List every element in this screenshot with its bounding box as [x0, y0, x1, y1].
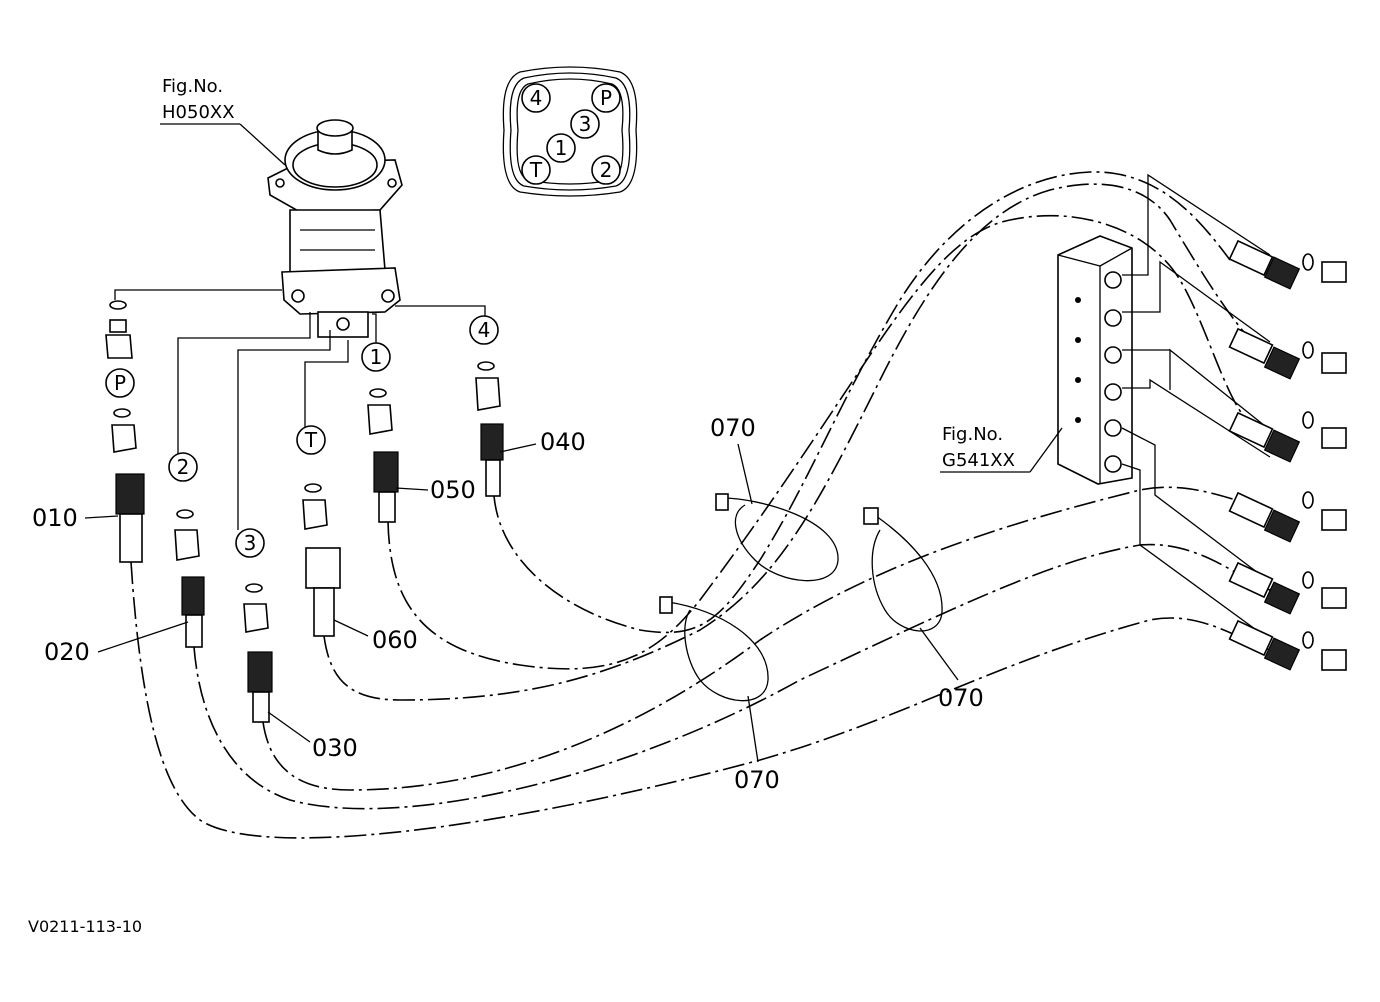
drawing-id: V0211-113-10: [28, 917, 142, 936]
svg-text:P: P: [114, 371, 126, 395]
pilot-valve-assembly: [267, 119, 403, 338]
svg-text:1: 1: [370, 345, 383, 369]
svg-text:P: P: [600, 86, 612, 110]
callout-050: 050: [395, 476, 476, 504]
hose-end-5: [1228, 561, 1347, 615]
figure-ref-number: H050XX: [162, 102, 235, 123]
svg-text:070: 070: [710, 414, 756, 442]
fitting-column-p: P: [105, 300, 145, 563]
svg-text:3: 3: [244, 531, 257, 555]
port-marker-4: 4: [469, 315, 499, 345]
port-t: T: [521, 155, 551, 185]
svg-text:050: 050: [430, 476, 476, 504]
fitting-column-2: 2: [168, 452, 205, 648]
svg-text:4: 4: [478, 318, 491, 342]
callout-020: 020: [44, 621, 189, 666]
svg-text:1: 1: [555, 136, 568, 160]
callout-070-bottom: 070: [734, 695, 780, 794]
svg-text:2: 2: [177, 455, 190, 479]
manifold-leader-lines: [1121, 173, 1271, 641]
callout-040: 040: [499, 428, 586, 456]
cable-ties: [659, 493, 943, 702]
svg-text:030: 030: [312, 734, 358, 762]
figure-ref-number: G541XX: [942, 450, 1015, 471]
svg-text:4: 4: [530, 86, 543, 110]
port-1: 1: [546, 133, 576, 163]
hoses: [130, 171, 1271, 839]
svg-text:070: 070: [938, 684, 984, 712]
callout-070-right: 070: [919, 627, 984, 712]
svg-text:010: 010: [32, 504, 78, 532]
fitting-leader-lines: [114, 289, 486, 530]
port-marker-p: P: [105, 368, 135, 398]
fitting-column-4: 4: [469, 315, 504, 497]
svg-text:3: 3: [579, 112, 592, 136]
port-p: P: [591, 83, 621, 113]
figure-ref-h050xx: Fig.No. H050XX: [160, 76, 286, 166]
callout-030: 030: [267, 711, 358, 762]
port-4: 4: [521, 83, 551, 113]
svg-text:070: 070: [734, 766, 780, 794]
port-layout-diagram: 4 P 3 1 T 2: [502, 66, 638, 197]
figure-ref-label: Fig.No.: [162, 76, 223, 97]
port-marker-2: 2: [168, 452, 198, 482]
fitting-column-3: 3: [235, 528, 273, 723]
hose-end-1: [1228, 239, 1347, 290]
fitting-column-t: T: [296, 425, 341, 637]
hose-end-6: [1228, 619, 1347, 671]
svg-text:T: T: [304, 428, 318, 452]
port-3: 3: [570, 109, 600, 139]
callout-070-top: 070: [710, 414, 756, 505]
callout-060: 060: [333, 619, 418, 654]
port-marker-t: T: [296, 425, 326, 455]
hose-end-fittings: [1228, 239, 1347, 671]
fitting-column-1: 1: [361, 342, 399, 523]
part-callouts: 010 020 030 060 050 040 070 070: [32, 414, 984, 794]
svg-text:020: 020: [44, 638, 90, 666]
hose-end-2: [1228, 327, 1347, 380]
figure-ref-g541xx: Fig.No. G541XX: [940, 424, 1063, 473]
hose-end-3: [1228, 411, 1347, 463]
port-2: 2: [591, 155, 621, 185]
svg-text:2: 2: [600, 158, 613, 182]
manifold-block: [1057, 235, 1133, 485]
hose-end-4: [1228, 491, 1347, 543]
svg-text:060: 060: [372, 626, 418, 654]
figure-ref-label: Fig.No.: [942, 424, 1003, 445]
port-marker-1: 1: [361, 342, 391, 372]
port-marker-3: 3: [235, 528, 265, 558]
callout-010: 010: [32, 504, 119, 532]
svg-text:T: T: [529, 158, 543, 182]
svg-text:040: 040: [540, 428, 586, 456]
